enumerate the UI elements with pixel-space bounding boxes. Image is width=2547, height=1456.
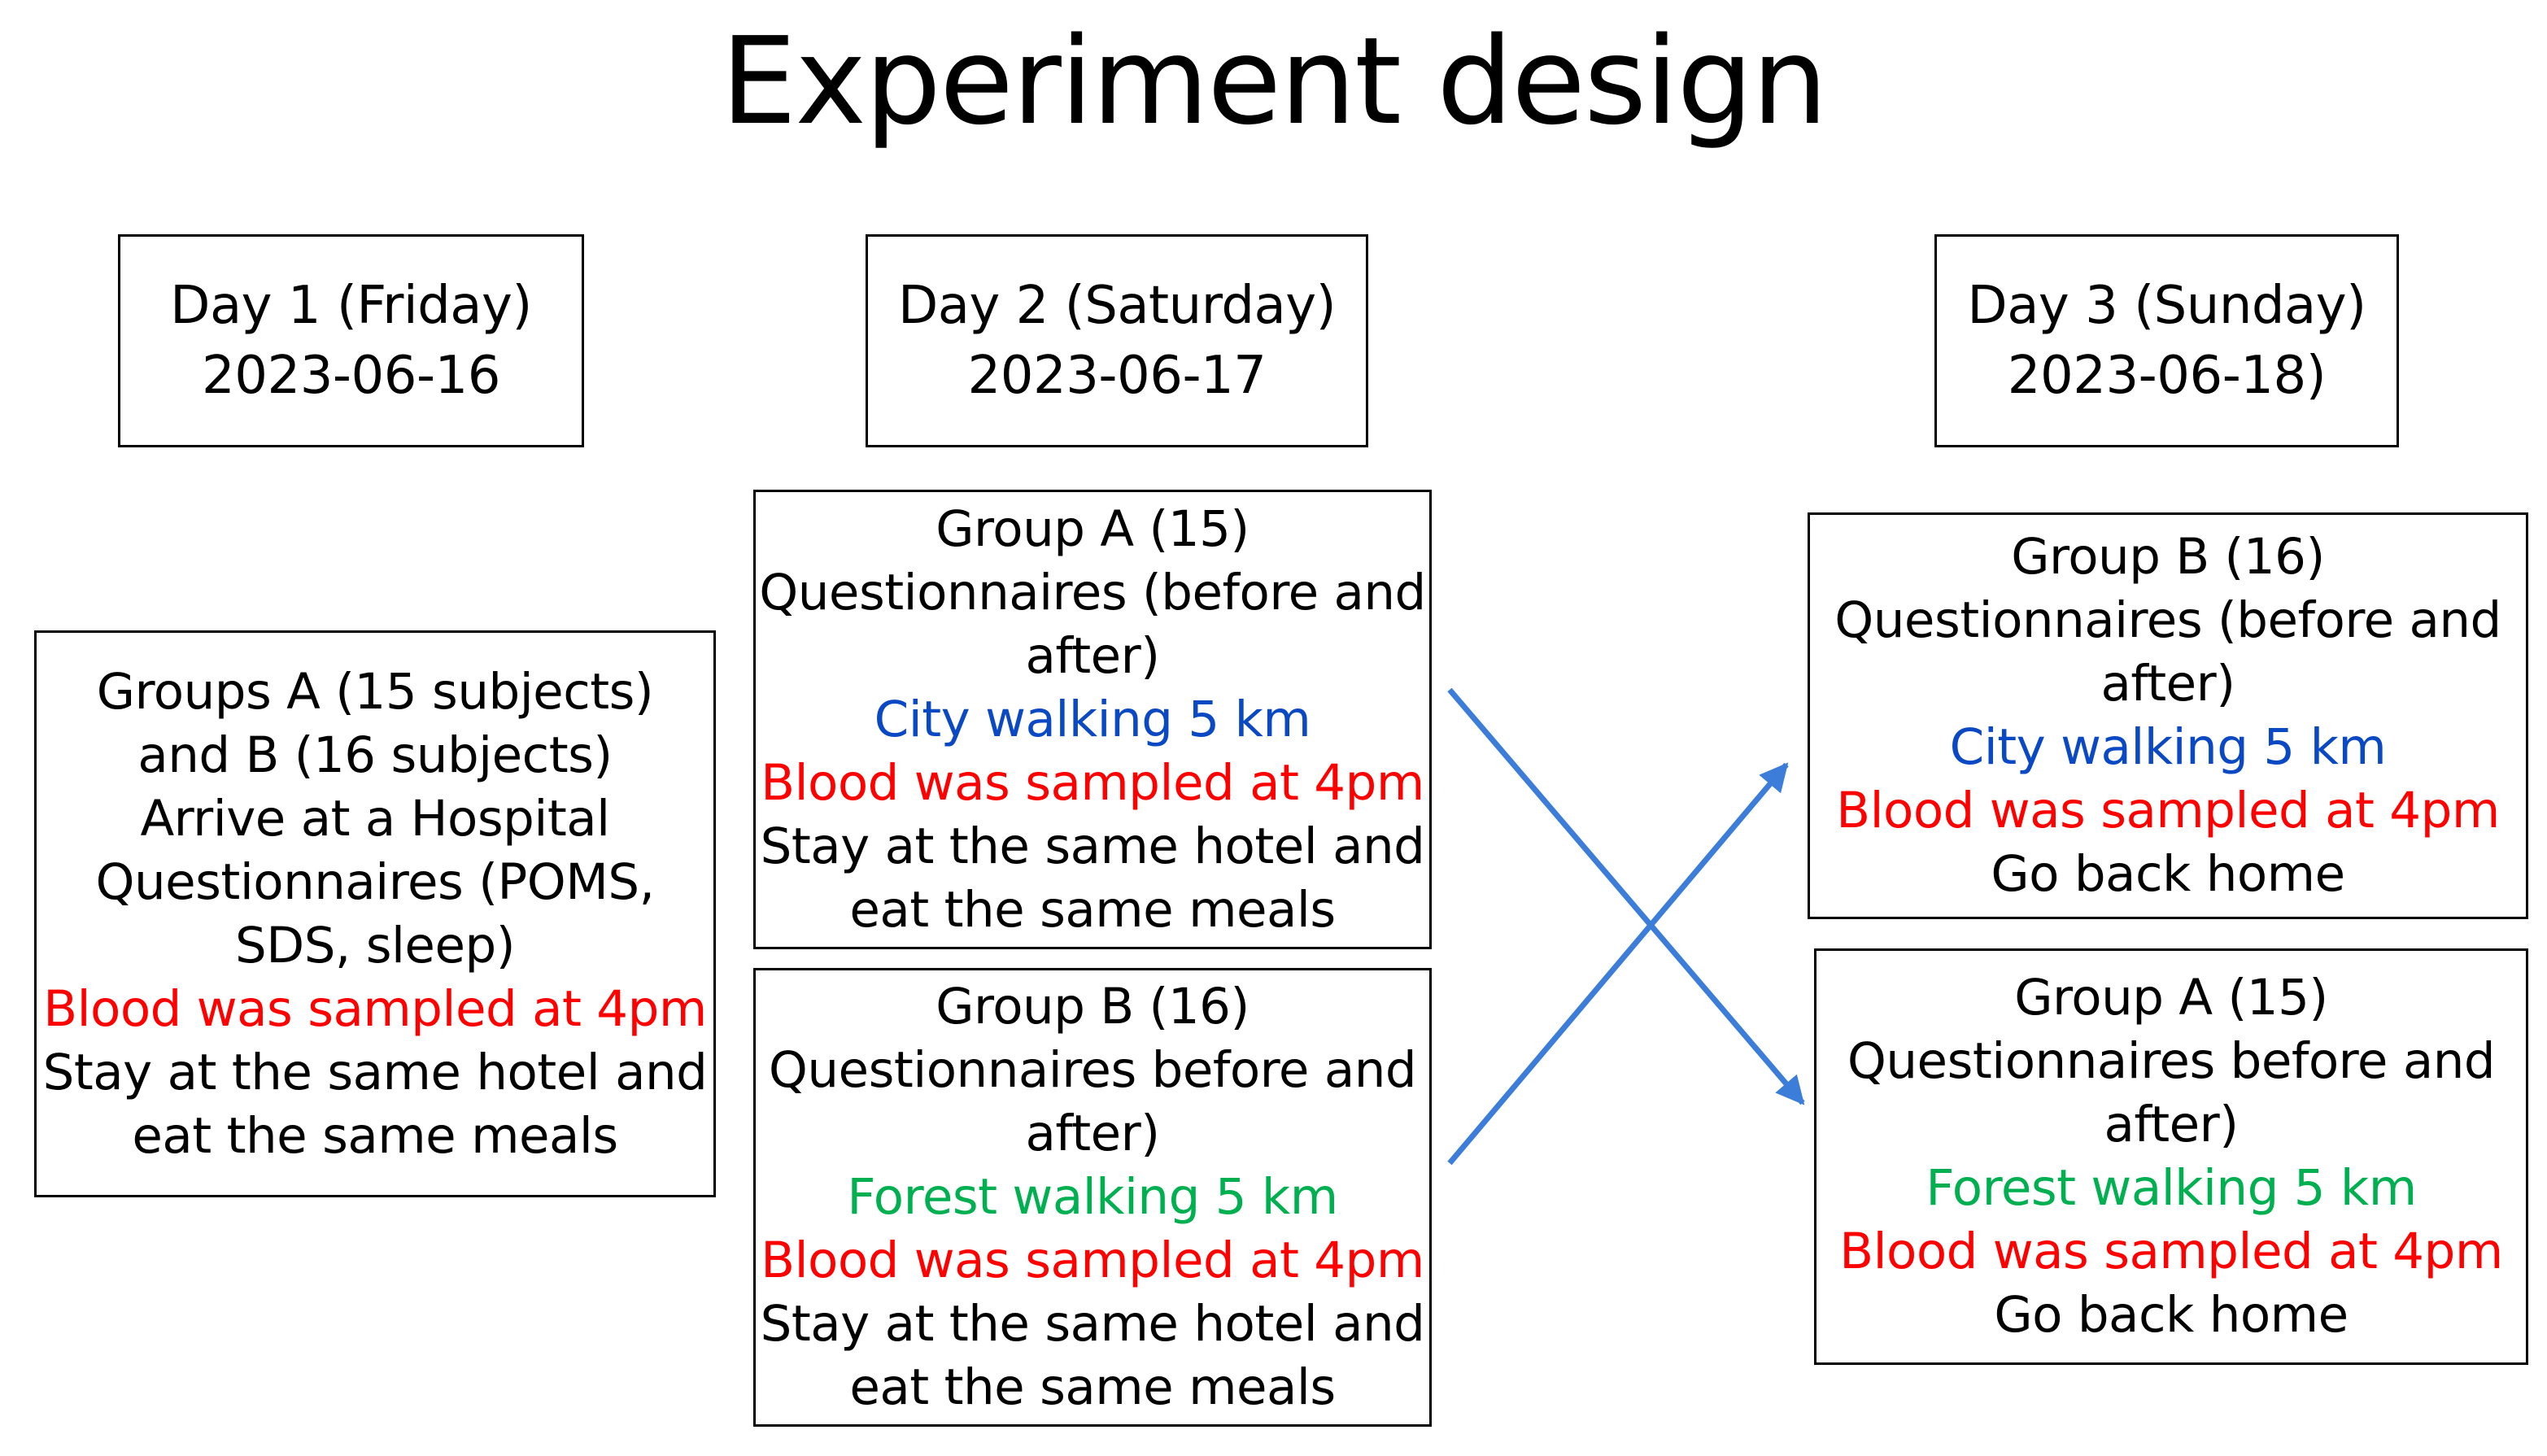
day2-group-b-blood-sampling: Blood was sampled at 4pm xyxy=(761,1231,1424,1289)
day3-group-a-go-home: Go back home xyxy=(1994,1286,2349,1344)
day2-header-box: Day 2 (Saturday) 2023-06-17 xyxy=(866,234,1368,447)
day3-group-a-blood-sampling: Blood was sampled at 4pm xyxy=(1839,1223,2503,1280)
day2-group-a-questionnaire: after) xyxy=(1025,626,1160,685)
day1-arrive-line: Arrive at a Hospital xyxy=(140,789,610,848)
day3-group-b-go-home: Go back home xyxy=(1991,845,2345,903)
day2-group-b-forest-walking: Forest walking 5 km xyxy=(847,1168,1338,1226)
arrow-group-a-to-forest xyxy=(1447,687,1805,1105)
day1-groups-line: Groups A (15 subjects) xyxy=(96,662,654,721)
day3-header-box: Day 3 (Sunday) 2023-06-18) xyxy=(1934,234,2399,447)
day1-questionnaire-line: Questionnaires (POMS, xyxy=(95,852,655,911)
day3-date: 2023-06-18) xyxy=(2007,346,2327,406)
day3-group-b-questionnaire: after) xyxy=(2100,655,2235,713)
day3-group-a-questionnaire: after) xyxy=(2104,1096,2239,1153)
day2-date: 2023-06-17 xyxy=(967,346,1267,406)
day3-group-b-title: Group B (16) xyxy=(2011,528,2325,586)
diagram-title: Experiment design xyxy=(720,11,1828,151)
day1-header-box: Day 1 (Friday) 2023-06-16 xyxy=(118,234,584,447)
day1-stay-line: Stay at the same hotel and xyxy=(42,1043,708,1101)
day3-label: Day 3 (Sunday) xyxy=(1967,276,2366,336)
day2-group-a-title: Group A (15) xyxy=(935,499,1250,558)
day1-blood-sampling: Blood was sampled at 4pm xyxy=(43,979,707,1038)
day2-group-b-questionnaire: after) xyxy=(1025,1105,1160,1162)
day2-group-a-stay: Stay at the same hotel and xyxy=(760,817,1425,875)
arrow-group-b-to-city xyxy=(1447,762,1789,1166)
day3-group-a-questionnaire: Questionnaires before and xyxy=(1847,1032,2496,1090)
day2-group-b-stay: eat the same meals xyxy=(849,1358,1336,1416)
day3-group-b-box: Group B (16) Questionnaires (before and … xyxy=(1808,512,2528,919)
day3-group-a-box: Group A (15) Questionnaires before and a… xyxy=(1814,948,2528,1365)
day1-groups-line: and B (16 subjects) xyxy=(137,726,613,784)
day2-group-b-questionnaire: Questionnaires before and xyxy=(768,1041,1417,1099)
day2-group-a-questionnaire: Questionnaires (before and xyxy=(759,563,1426,621)
day1-stay-line: eat the same meals xyxy=(132,1106,618,1165)
day2-group-b-title: Group B (16) xyxy=(935,978,1250,1035)
day1-groups-box: Groups A (15 subjects) and B (16 subject… xyxy=(34,630,716,1197)
day2-group-b-box: Group B (16) Questionnaires before and a… xyxy=(753,968,1432,1427)
day3-group-b-blood-sampling: Blood was sampled at 4pm xyxy=(1836,782,2500,839)
day1-label: Day 1 (Friday) xyxy=(170,276,532,336)
day2-label: Day 2 (Saturday) xyxy=(897,276,1337,336)
day3-group-a-title: Group A (15) xyxy=(2014,969,2328,1027)
day1-date: 2023-06-16 xyxy=(202,346,500,406)
day2-group-a-blood-sampling: Blood was sampled at 4pm xyxy=(761,753,1424,812)
day3-group-a-forest-walking: Forest walking 5 km xyxy=(1926,1159,2417,1217)
day2-group-a-stay: eat the same meals xyxy=(849,880,1336,939)
day3-group-b-questionnaire: Questionnaires (before and xyxy=(1834,591,2501,649)
day2-group-b-stay: Stay at the same hotel and xyxy=(760,1295,1425,1353)
day2-group-a-city-walking: City walking 5 km xyxy=(874,690,1311,748)
day3-group-b-city-walking: City walking 5 km xyxy=(1949,718,2387,776)
day1-questionnaire-line: SDS, sleep) xyxy=(235,916,516,974)
day2-group-a-box: Group A (15) Questionnaires (before and … xyxy=(753,490,1432,949)
